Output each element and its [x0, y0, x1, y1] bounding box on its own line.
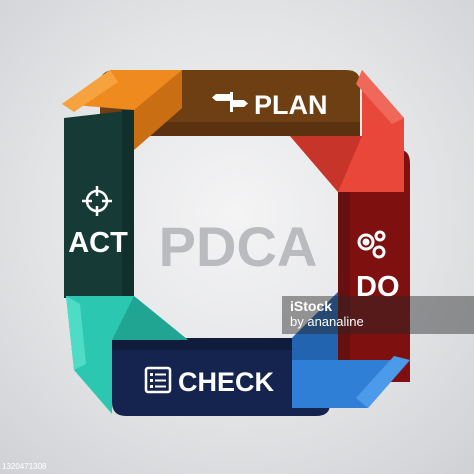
do-band-shade	[338, 150, 350, 382]
plan-band-shade	[100, 122, 360, 136]
signpost-icon	[212, 92, 248, 112]
center-title: PDCA	[159, 215, 318, 278]
fold-top-left	[62, 70, 182, 150]
plan-label: PLAN	[254, 90, 328, 120]
act-label: ACT	[68, 227, 128, 259]
stock-image-id: 1320471308	[2, 462, 47, 471]
target-icon	[82, 186, 112, 216]
watermark-credit: by ananaline	[290, 314, 364, 329]
do-label: DO	[356, 271, 400, 303]
watermark-brand: iStock	[290, 298, 333, 314]
do-band	[338, 150, 410, 382]
check-label: CHECK	[178, 367, 275, 397]
fold-bottom-left	[66, 296, 188, 414]
check-band-shade	[112, 338, 330, 350]
istock-watermark: iStock by ananaline	[282, 296, 474, 334]
gears-icon	[357, 230, 386, 259]
act-band	[64, 110, 134, 298]
checklist-icon	[144, 366, 172, 394]
fold-bottom-right	[292, 292, 410, 408]
check-band	[112, 338, 330, 416]
act-band-shade	[122, 110, 134, 298]
fold-top-right	[290, 70, 404, 192]
